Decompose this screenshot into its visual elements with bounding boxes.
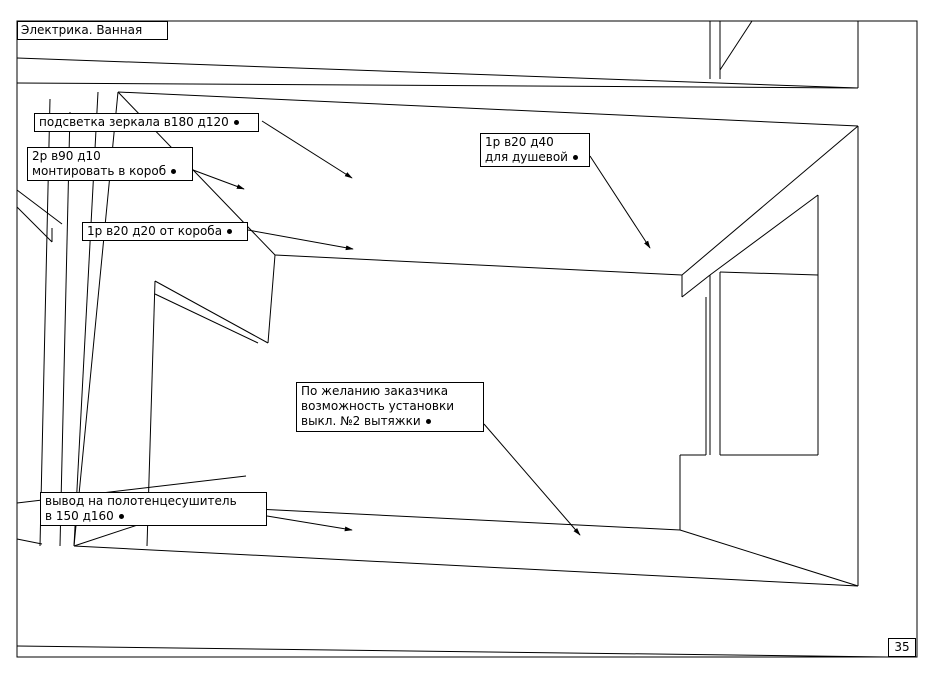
anchor-dot (425, 419, 431, 424)
annotation-line: выкл. №2 вытяжки (301, 414, 421, 428)
anchor-dot (171, 169, 177, 174)
annotation-line: в 150 д160 (45, 509, 114, 523)
leader-socket-box (247, 229, 354, 251)
anchor-dot (572, 155, 578, 160)
leader-socket-2p (192, 169, 245, 190)
annotation-line: для душевой (485, 150, 568, 164)
anchor-dot (233, 120, 239, 125)
annotation-text: подсветка зеркала в180 д120 (39, 115, 229, 129)
annotation-line: 2р в90 д10 (32, 149, 101, 163)
page-number: 35 (888, 638, 916, 657)
leader-socket-shower (589, 155, 651, 249)
annotation-mirror-light: подсветка зеркала в180 д120 (34, 113, 259, 132)
ceiling-back-edge (117, 91, 859, 127)
annotation-line: возможность установки (301, 399, 455, 413)
annotation-line: монтировать в короб (32, 164, 167, 178)
annotation-line: По желанию заказчика (301, 384, 449, 398)
annotation-socket-box: 1р в20 д20 от короба (82, 222, 248, 241)
floor-front-edge (73, 545, 859, 587)
anchor-dot (227, 229, 233, 234)
annotation-text: 1р в20 д20 от короба (87, 224, 223, 238)
anchor-dot (118, 514, 124, 519)
annotation-line: вывод на полотенцесушитель (45, 494, 237, 508)
frame-bottom-extra (16, 645, 889, 658)
leader-towel-warmer (266, 515, 353, 532)
leader-hood-switch (483, 423, 581, 536)
page-frame (16, 20, 918, 658)
annotation-line: 1р в20 д40 (485, 135, 554, 149)
drawing-title: Электрика. Ванная (17, 21, 168, 40)
leader-mirror-light (261, 120, 353, 179)
